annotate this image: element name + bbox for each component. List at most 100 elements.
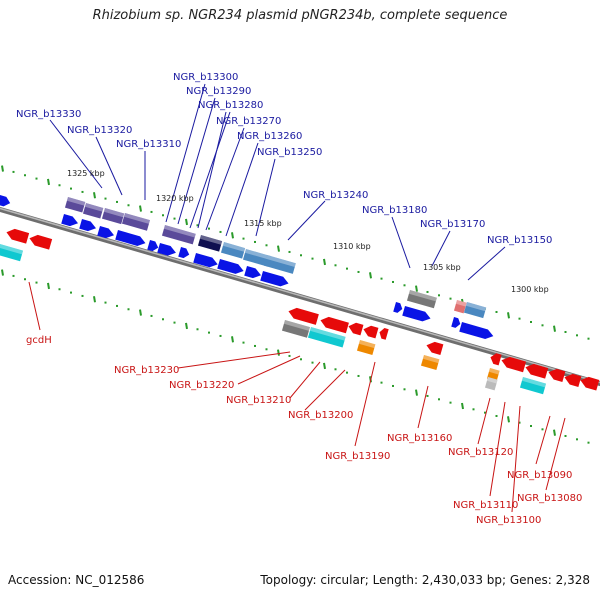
- forward-cds-arrow: [402, 306, 431, 322]
- cog-box: [0, 244, 24, 262]
- leader-line: [431, 230, 451, 267]
- gene-label-NGR_b13330[interactable]: NGR_b13330: [16, 109, 81, 120]
- gene-label-NGR_b13150[interactable]: NGR_b13150: [487, 235, 552, 246]
- cog-box-shine: [66, 196, 86, 206]
- leader-line: [511, 405, 521, 513]
- cog-box: [220, 242, 246, 259]
- tick-minor: [24, 278, 26, 281]
- tick-major: [461, 402, 464, 410]
- tick-minor: [576, 438, 578, 441]
- gene-label-NGR_b13270[interactable]: NGR_b13270: [216, 116, 281, 127]
- tick-major: [277, 349, 280, 356]
- accession-text: Accession: NC_012586: [8, 573, 145, 587]
- tick-minor: [380, 277, 383, 280]
- cog-box: [484, 376, 498, 391]
- cog-box-shine: [358, 340, 376, 349]
- tick-minor: [58, 184, 61, 187]
- gene-label-NGR_b13280[interactable]: NGR_b13280: [198, 100, 263, 111]
- leader-line: [189, 111, 231, 229]
- tick-minor: [564, 330, 567, 333]
- leader-line: [177, 351, 291, 369]
- tick-minor: [541, 324, 544, 327]
- cog-box-shine: [244, 248, 271, 260]
- tick-major: [415, 285, 418, 292]
- gene-label-NGR_b13290[interactable]: NGR_b13290: [186, 86, 251, 97]
- cog-box: [263, 255, 296, 274]
- cog-box: [406, 289, 437, 309]
- gene-label-NGR_b13090[interactable]: NGR_b13090: [507, 470, 572, 481]
- cog-box-shine: [199, 235, 223, 245]
- tick-minor: [150, 314, 153, 317]
- reverse-cds-arrow: [548, 368, 566, 382]
- tick-minor: [541, 428, 544, 431]
- gene-label-NGR_b13220[interactable]: NGR_b13220: [169, 380, 234, 391]
- gene-label-NGR_b13120[interactable]: NGR_b13120: [448, 447, 513, 458]
- tick-minor: [484, 411, 486, 414]
- gene-label-NGR_b13100[interactable]: NGR_b13100: [476, 515, 541, 526]
- cog-box: [82, 203, 104, 219]
- forward-cds-arrow: [178, 247, 190, 259]
- leader-line: [354, 361, 376, 447]
- gene-label-NGR_b13320[interactable]: NGR_b13320: [67, 125, 132, 136]
- forward-cds-arrow: [147, 240, 159, 252]
- tick-minor: [196, 328, 199, 331]
- gene-label-NGR_b13110[interactable]: NGR_b13110: [453, 500, 518, 511]
- cog-box: [453, 300, 467, 314]
- gene-label-NGR_b13260[interactable]: NGR_b13260: [237, 131, 302, 142]
- reverse-cds-arrow: [564, 373, 582, 387]
- tick-minor: [288, 250, 291, 253]
- tick-minor: [495, 310, 498, 313]
- cog-box-shine: [408, 289, 437, 302]
- gene-label-NGR_b13210[interactable]: NGR_b13210: [226, 395, 291, 406]
- tick-major: [47, 282, 50, 290]
- reverse-cds-arrow: [426, 341, 444, 355]
- leader-line: [304, 369, 346, 411]
- tick-major: [47, 178, 50, 186]
- gene-features: [0, 195, 600, 395]
- scale-label-1325: 1325 kbp: [67, 169, 105, 178]
- reverse-cds-arrow: [320, 316, 349, 334]
- scale-label-1310: 1310 kbp: [333, 242, 371, 251]
- scale-label-1320: 1320 kbp: [156, 194, 194, 203]
- tick-minor: [219, 334, 222, 337]
- leader-line: [289, 361, 321, 399]
- gene-label-NGR_b13200[interactable]: NGR_b13200: [288, 410, 353, 421]
- cog-box-shine: [488, 368, 500, 375]
- cog-box: [281, 320, 310, 338]
- reverse-cds-arrow: [580, 376, 600, 391]
- cog-box: [161, 225, 196, 245]
- tick-major: [231, 336, 234, 343]
- gene-label-NGR_b13180[interactable]: NGR_b13180: [362, 205, 427, 216]
- gene-label-NGR_b13240[interactable]: NGR_b13240: [303, 190, 368, 201]
- gene-label-NGR_b13080[interactable]: NGR_b13080: [517, 493, 582, 504]
- tick-minor: [334, 368, 337, 371]
- tick-minor: [346, 267, 348, 270]
- tick-minor: [208, 227, 210, 230]
- forward-cds-arrow: [79, 219, 97, 232]
- leader-line: [467, 246, 506, 281]
- tick-minor: [357, 270, 360, 273]
- scale-label-1300: 1300 kbp: [511, 285, 549, 294]
- gene-label-NGR_b13170[interactable]: NGR_b13170: [420, 219, 485, 230]
- cog-box: [64, 196, 86, 213]
- cog-box-shine: [422, 355, 440, 364]
- tick-major: [507, 312, 510, 319]
- gene-label-NGR_b13310[interactable]: NGR_b13310: [116, 139, 181, 150]
- leader-line: [205, 127, 245, 231]
- tick-minor: [81, 294, 84, 297]
- gene-label-NGR_b13190[interactable]: NGR_b13190: [325, 451, 390, 462]
- gene-label-gcdH[interactable]: gcdH: [26, 335, 52, 346]
- gene-label-NGR_b13300[interactable]: NGR_b13300: [173, 72, 238, 83]
- tick-minor: [530, 424, 532, 427]
- leader-line: [165, 83, 206, 223]
- gene-label-NGR_b13250[interactable]: NGR_b13250: [257, 147, 322, 158]
- gene-label-NGR_b13160[interactable]: NGR_b13160: [387, 433, 452, 444]
- tick-minor: [254, 344, 256, 347]
- tick-minor: [58, 288, 61, 291]
- gene-label-NGR_b13230[interactable]: NGR_b13230: [114, 365, 179, 376]
- tick-minor: [334, 264, 337, 267]
- tick-minor: [12, 170, 15, 173]
- tick-major: [415, 389, 418, 396]
- tick-minor: [392, 280, 394, 283]
